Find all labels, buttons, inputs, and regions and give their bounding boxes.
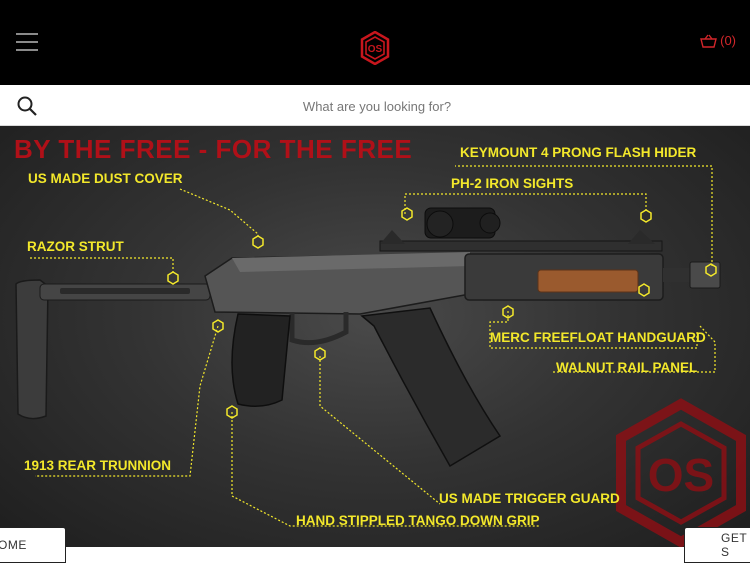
search-bar [0,85,750,126]
callout-rail-panel: WALNUT RAIL PANEL [556,360,698,375]
menu-line [16,33,38,35]
home-tab[interactable]: OME [0,527,66,563]
basket-icon [700,34,718,48]
menu-line [16,41,38,43]
search-input[interactable] [60,91,694,121]
svg-text:OS: OS [368,44,383,55]
cart-button[interactable]: (0) [700,33,736,48]
os-hexagon-logo-icon[interactable]: OS [360,31,390,65]
callout-trigger-guard: US MADE TRIGGER GUARD [439,491,620,506]
bottom-bar [0,547,750,563]
os-watermark-logo-icon: OS [616,398,746,547]
site-header: OS (0) [0,0,750,85]
hero-headline: BY THE FREE - FOR THE FREE [14,134,413,164]
hero-banner: OS [0,126,750,547]
hamburger-menu-button[interactable] [16,33,38,51]
callout-handguard: MERC FREEFLOAT HANDGUARD [490,330,706,345]
get-started-tab[interactable]: GET S [684,527,750,563]
callout-trunnion: 1913 REAR TRUNNION [24,458,172,473]
callout-dust-cover: US MADE DUST COVER [28,171,183,186]
svg-text:OS: OS [648,449,714,501]
callout-flash-hider: KEYMOUNT 4 PRONG FLASH HIDER [460,145,697,160]
callout-iron-sights: PH-2 IRON SIGHTS [451,176,574,191]
search-icon[interactable] [17,96,37,116]
rifle-illustration: OS [15,165,746,547]
menu-line [16,49,38,51]
cart-count: (0) [720,33,736,48]
get-started-tab-label: GET S [721,531,747,559]
home-tab-label: OME [0,538,27,552]
callout-razor-strut: RAZOR STRUT [27,239,124,254]
callout-grip: HAND STIPPLED TANGO DOWN GRIP [296,513,540,528]
